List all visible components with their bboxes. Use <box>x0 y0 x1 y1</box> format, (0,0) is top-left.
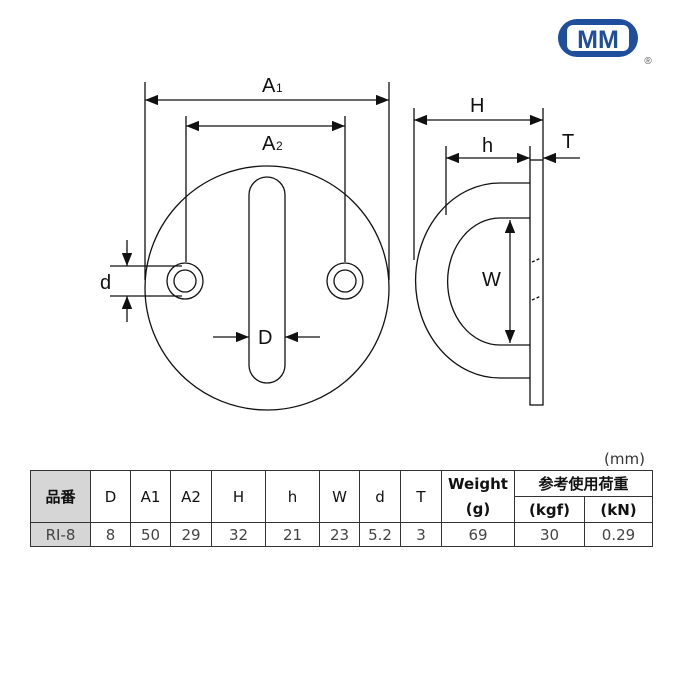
header-kgf: (kgf) <box>514 496 585 523</box>
label-a1-sub: 1 <box>276 81 283 95</box>
label-a2: A <box>262 133 276 155</box>
header-kn: (kN) <box>584 496 653 523</box>
cell-weight: 69 <box>441 522 515 547</box>
cell-H: 32 <box>211 522 266 547</box>
cell-kn: 0.29 <box>584 522 653 547</box>
header-weight: Weight <box>441 470 515 497</box>
label-W: W <box>482 269 501 291</box>
label-H: H <box>470 95 484 117</box>
header-weight-unit: (g) <box>441 496 515 523</box>
logo-text: MM <box>577 26 619 54</box>
cell-h: 21 <box>265 522 320 547</box>
cell-A2: 29 <box>170 522 212 547</box>
header-load: 参考使用荷重 <box>514 470 653 497</box>
cell-D: 8 <box>90 522 131 547</box>
header-h: h <box>265 470 320 523</box>
label-a2-sub: 2 <box>276 139 283 153</box>
cell-part-no: RI-8 <box>30 522 91 547</box>
registered-mark: ® <box>644 56 652 66</box>
front-view <box>110 82 390 411</box>
header-D: D <box>90 470 131 523</box>
header-part-no: 品番 <box>30 470 91 523</box>
cell-A1: 50 <box>130 522 171 547</box>
label-d: d <box>100 272 111 294</box>
label-T: T <box>562 131 574 153</box>
cell-kgf: 30 <box>514 522 585 547</box>
header-A2: A2 <box>170 470 212 523</box>
technical-drawing: A 1 A 2 d D H h T W <box>100 75 580 411</box>
cell-W: 23 <box>319 522 360 547</box>
header-H: H <box>211 470 266 523</box>
table-row: RI-8 8 50 29 32 21 23 5.2 3 69 30 0.29 <box>30 522 653 547</box>
brand-logo: MM ® <box>557 16 657 70</box>
label-h: h <box>482 135 493 157</box>
spec-table: 品番 D A1 A2 H h W d T Weight 参考使用荷重 (g) (… <box>30 470 653 547</box>
side-view <box>413 108 580 406</box>
header-W: W <box>319 470 360 523</box>
unit-label: (mm) <box>604 450 645 468</box>
cell-T: 3 <box>400 522 442 547</box>
cell-d: 5.2 <box>359 522 401 547</box>
header-d: d <box>359 470 401 523</box>
header-T: T <box>400 470 442 523</box>
label-a1: A <box>262 75 276 97</box>
label-D: D <box>258 327 272 349</box>
header-A1: A1 <box>130 470 171 523</box>
